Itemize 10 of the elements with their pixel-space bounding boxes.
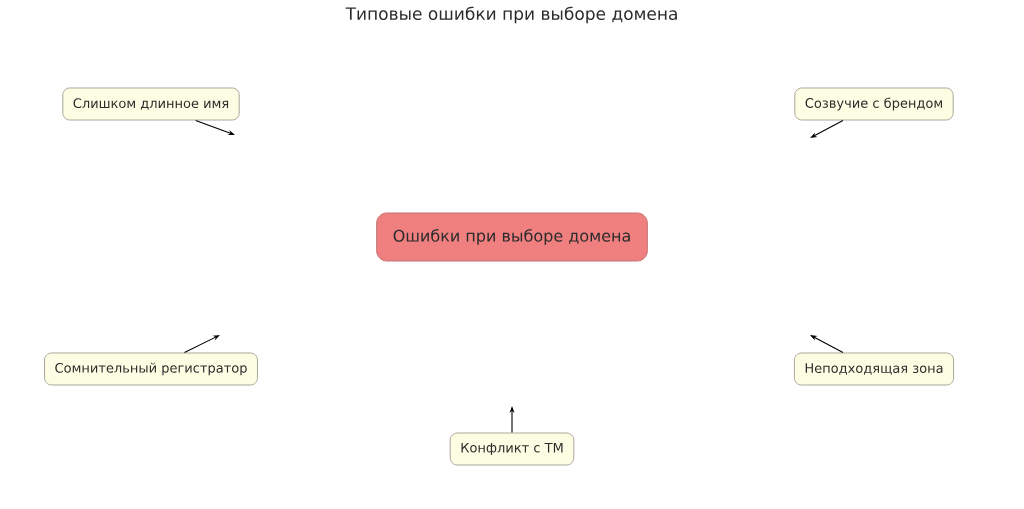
item-box: Неподходящая зона (793, 352, 955, 386)
arrow (810, 119, 844, 138)
item-box: Слишком длинное имя (62, 87, 240, 121)
item-box: Конфликт с ТМ (449, 432, 575, 466)
arrow (810, 335, 844, 354)
item-box: Сомнительный регистратор (44, 352, 258, 386)
arrow (183, 335, 220, 354)
item-box: Созвучие с брендом (794, 87, 954, 121)
title: Типовые ошибки при выборе домена (345, 6, 677, 24)
topic-box: Ошибки при выборе домена (376, 212, 648, 262)
